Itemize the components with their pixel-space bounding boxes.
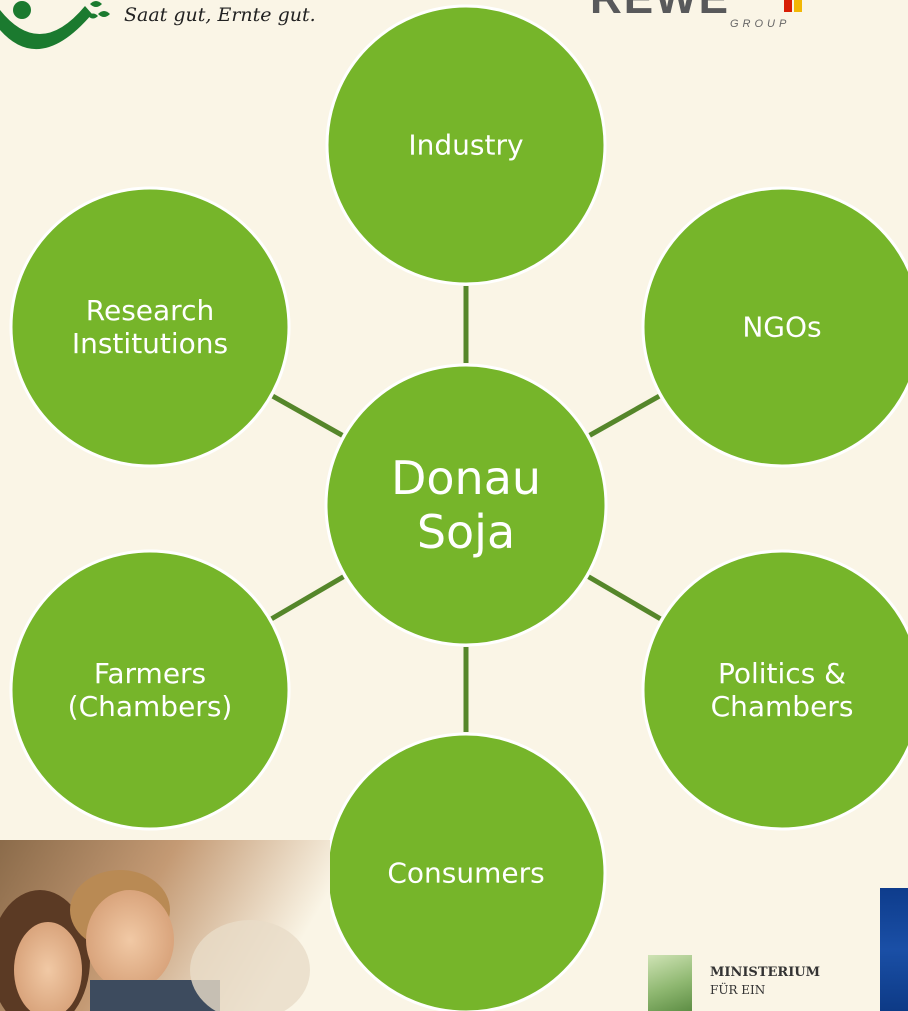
leaf-logo-icon — [0, 1, 110, 50]
top-left-logo: Saat gut, Ernte gut. — [0, 0, 340, 50]
rewe-group-logo: REWE GROUP — [588, 0, 808, 36]
logo-tagline: Saat gut, Ernte gut. — [124, 4, 316, 26]
node-farmers-label: Farmers — [94, 657, 206, 690]
connector-politics — [587, 574, 662, 621]
node-farmers-circle — [9, 549, 291, 831]
node-ngos-label: NGOs — [742, 311, 821, 344]
node-farmers: Farmers(Chambers) — [9, 549, 291, 831]
ministry-line-1: MINISTERIUM — [710, 965, 821, 980]
connector-ngos — [588, 394, 661, 438]
node-politics-label: Politics & — [718, 657, 846, 690]
node-politics-circle — [641, 549, 908, 831]
rewe-flag-bar-red — [784, 0, 792, 12]
node-research-circle — [9, 186, 291, 468]
node-industry-label: Industry — [408, 129, 523, 162]
node-research-label: Research — [86, 294, 214, 327]
node-consumers: Consumers — [325, 732, 607, 1011]
connector-farmers — [270, 574, 345, 621]
family-photo — [0, 840, 330, 1011]
connectors — [270, 286, 662, 732]
node-center-label: Donau — [391, 451, 541, 505]
ministry-line-2: FÜR EIN — [710, 983, 766, 997]
rewe-flag-bar-yellow — [794, 0, 802, 12]
node-politics: Politics &Chambers — [641, 549, 908, 831]
node-industry-circle — [325, 4, 607, 286]
node-consumers-label: Consumers — [387, 857, 544, 890]
node-industry: Industry — [325, 4, 607, 286]
node-politics-label: Chambers — [711, 690, 854, 723]
node-ngos: NGOs — [641, 186, 908, 468]
node-center-circle — [324, 363, 608, 647]
node-farmers-label: (Chambers) — [68, 690, 233, 723]
rewe-group-word: GROUP — [730, 18, 791, 30]
ministry-leaf-icon — [648, 955, 692, 1011]
photo-image — [0, 840, 330, 1011]
node-research-label: Institutions — [72, 327, 228, 360]
eu-flag-icon — [880, 888, 908, 1011]
connector-research — [271, 394, 344, 438]
ministry-logo: MINISTERIUM FÜR EIN — [648, 955, 868, 1011]
node-center-label: Soja — [417, 505, 515, 559]
node-ngos-circle — [641, 186, 908, 468]
rewe-wordmark: REWE — [590, 0, 730, 24]
